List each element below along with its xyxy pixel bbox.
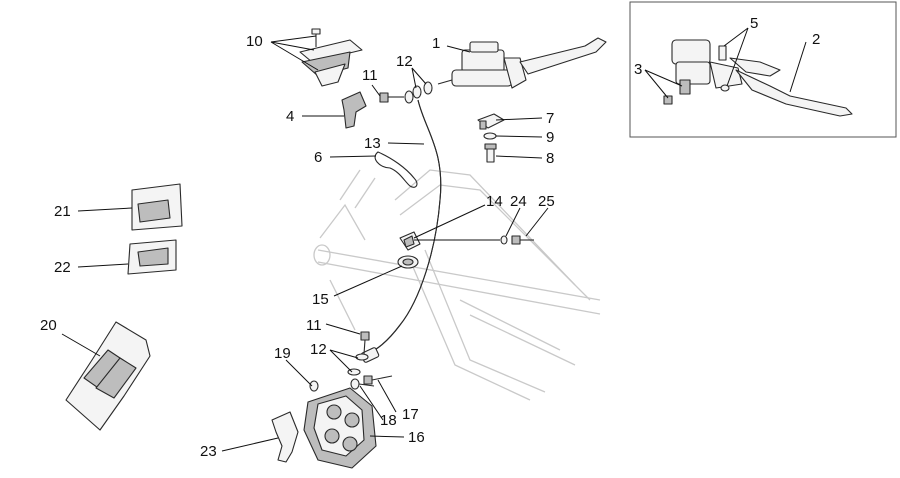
callout-12-upper: 12	[396, 53, 413, 70]
pad-spring	[271, 411, 299, 463]
callout-14: 14	[486, 193, 503, 210]
callout-19: 19	[274, 345, 291, 362]
pad-kit-bag-22	[127, 239, 177, 275]
callout-2: 2	[812, 31, 820, 48]
callout-13: 13	[364, 135, 381, 152]
callout-16: 16	[408, 429, 425, 446]
brake-pad-set	[65, 321, 151, 431]
callout-18: 18	[380, 412, 397, 429]
hose-clip	[374, 151, 418, 188]
callout-24: 24	[510, 193, 527, 210]
callout-15: 15	[312, 291, 329, 308]
callout-3: 3	[634, 61, 642, 78]
pad-kit-bag-21	[131, 183, 183, 231]
callout-5: 5	[750, 15, 758, 32]
callout-25: 25	[538, 193, 555, 210]
callout-20: 20	[40, 317, 57, 334]
reservoir-cap	[299, 28, 363, 87]
guide-screw	[500, 235, 534, 245]
callout-8: 8	[546, 150, 554, 167]
callout-21: 21	[54, 203, 71, 220]
callout-11-upper: 11	[362, 67, 378, 84]
detail-inset	[629, 1, 897, 138]
callout-10: 10	[246, 33, 263, 50]
callout-11-lower: 11	[306, 317, 322, 334]
caliper-bolts	[350, 375, 393, 390]
callout-labels: 1 2 3 4 5 6 7 8 9 10 11 11 12 12 13 14 1…	[40, 15, 820, 460]
callout-17: 17	[402, 406, 419, 423]
brake-caliper	[303, 387, 377, 469]
callout-6: 6	[314, 149, 322, 166]
callout-23: 23	[200, 443, 217, 460]
callout-9: 9	[546, 129, 554, 146]
hose-guide	[397, 231, 421, 269]
bleed-cap	[309, 380, 319, 392]
master-cylinder	[437, 37, 607, 89]
callout-22: 22	[54, 259, 71, 276]
banjo-screw-upper	[379, 92, 404, 103]
callout-4: 4	[286, 108, 294, 125]
washers-upper	[404, 81, 433, 104]
rubber-boot	[341, 91, 367, 129]
callout-12-lower: 12	[310, 341, 327, 358]
callout-1: 1	[432, 35, 440, 52]
hose-bracket	[477, 113, 505, 163]
leader-lines	[61, 27, 807, 452]
frame-background	[313, 169, 601, 401]
callout-7: 7	[546, 110, 554, 127]
